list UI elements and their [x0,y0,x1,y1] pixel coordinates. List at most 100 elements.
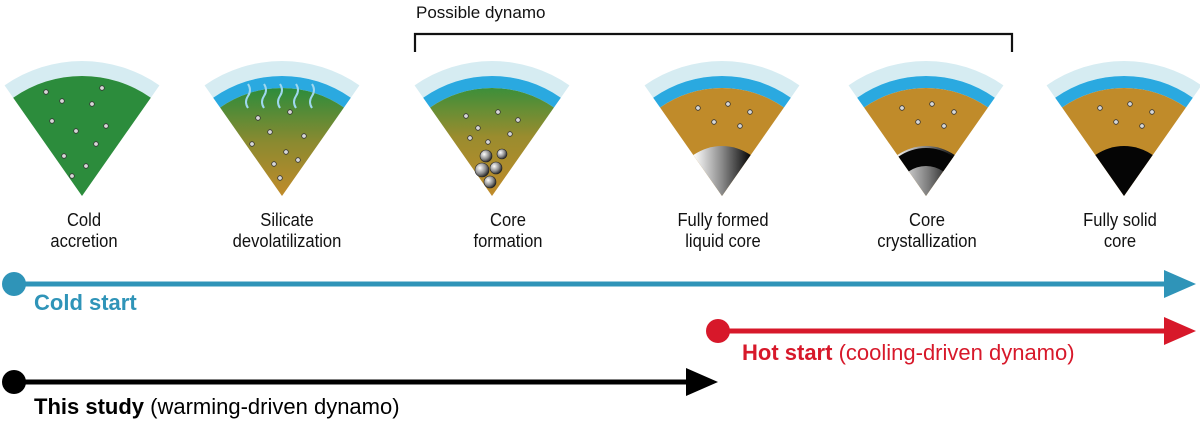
undifferentiated-body [13,76,151,196]
hot-start-subtitle: (cooling-driven dynamo) [838,340,1075,365]
mantle-layer [1062,87,1186,196]
water-layer [1055,75,1193,108]
bracket-line [413,32,1014,52]
this-study-arrow [2,368,718,396]
mineral-speck [103,123,109,129]
mineral-speck [899,105,905,111]
stage-label-line1: Core [909,210,945,230]
iron-drop [479,149,493,163]
volatile-wisps [245,83,315,109]
volatile-wisp [277,83,283,109]
planet-wedge-liquid-core [644,61,800,196]
this-study-arrow-arrowhead [686,368,718,396]
water-layer [653,76,791,108]
mineral-speck [59,98,65,104]
stage-label-cold-accretion: Cold accretion [10,210,157,252]
metal-grains [463,109,521,145]
planet-wedge-crystallization [848,61,1004,196]
stage-label-line2: liquid core [685,231,761,251]
stage-label-crystallization: Core crystallization [853,210,1000,252]
timelines-layer [2,270,1196,396]
mineral-speck [747,109,753,115]
this-study-subtitle: (warming-driven dynamo) [150,394,400,419]
mineral-speck [301,133,307,139]
this-study-label: This study (warming-driven dynamo) [34,394,400,420]
mineral-speck [49,118,55,124]
atmosphere-layer [644,61,800,98]
water-layer [423,76,561,108]
mineral-speck [1127,101,1133,107]
stage-label-line1: Fully solid [1083,210,1157,230]
mineral-speck [467,135,473,141]
stage-label-line2: core [1103,231,1137,251]
mineral-speck [271,161,277,167]
mantle-gradient [220,88,344,196]
mineral-speck [915,119,921,125]
cold-start-arrow [2,270,1196,298]
mineral-speck [737,123,743,129]
mineral-speck [1097,105,1103,111]
mineral-speck [287,109,293,115]
this-study-title: This study [34,394,145,419]
cold-start-title: Cold start [34,290,137,315]
cold-start-arrow-arrowhead [1164,270,1196,298]
solid-core [1095,146,1153,196]
crystallizing-shell [898,147,954,172]
mineral-speck [93,141,99,147]
planet-wedge-solid-core [1046,61,1200,196]
mineral-speck [277,175,283,181]
mineral-speck [1149,109,1155,115]
metal-grains [249,109,307,181]
hot-start-title: Hot start [742,340,833,365]
cold-start-label: Cold start [34,290,137,316]
mineral-speck [941,123,947,129]
atmosphere-layer [204,61,360,98]
mantle-layer [660,88,784,196]
mineral-speck [725,101,731,107]
mineral-speck [283,149,289,155]
mineral-speck [73,128,79,134]
planet-wedge-cold-accretion [4,61,160,196]
this-study-arrow-start-dot [2,370,26,394]
mineral-speck [295,157,301,163]
planet-wedge-core-formation [414,61,570,196]
mineral-speck [495,109,501,115]
volatile-wisp [309,83,315,109]
mineral-speck [249,141,255,147]
liquid-core [693,146,751,196]
mineral-speck [61,153,67,159]
stage-label-line1: Cold [66,210,102,230]
mantle-gradient [430,88,554,196]
mineral-speck [1139,123,1145,129]
mineral-speck [99,85,105,91]
dynamo-bracket [413,32,1014,52]
hot-start-arrow-arrowhead [1164,317,1196,345]
stage-label-liquid-core: Fully formed liquid core [649,210,796,252]
sinking-iron-drops [474,148,508,189]
atmosphere-layer [4,61,160,98]
stage-label-line2: formation [473,231,543,251]
mineral-speck [267,129,273,135]
water-layer [213,75,351,108]
mineral-speck [69,173,75,179]
water-layer [857,76,995,108]
hot-start-label: Hot start (cooling-driven dynamo) [742,340,1075,366]
stage-label-solid-core: Fully solid core [1046,210,1193,252]
mineral-speck [43,89,49,95]
metal-grains [1097,101,1155,129]
hot-start-arrow [706,317,1196,345]
mantle-layer [864,87,988,196]
mineral-speck [711,119,717,125]
volatile-wisp [245,83,251,109]
mineral-speck [695,105,701,111]
iron-drop [483,175,497,189]
cold-start-arrow-start-dot [2,272,26,296]
metal-grains [695,101,753,129]
mineral-speck [475,125,481,131]
mineral-speck [463,113,469,119]
mineral-speck [89,101,95,107]
mineral-speck [1113,119,1119,125]
mineral-speck [83,163,89,169]
